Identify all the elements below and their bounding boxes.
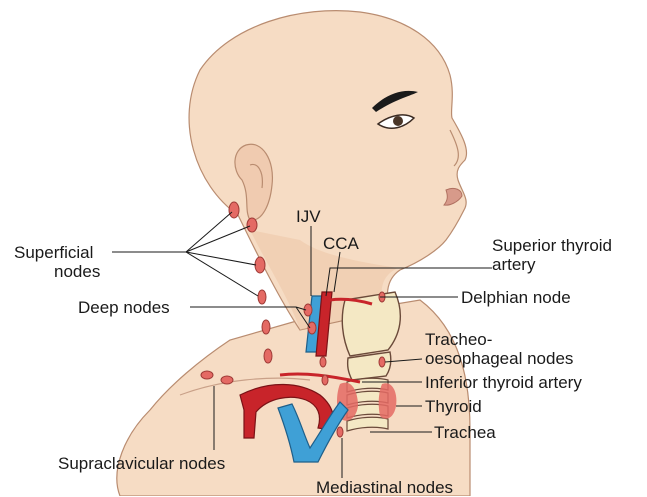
label-tracheo-oesophageal-nodes-line2: oesophageal nodes <box>425 349 573 368</box>
label-superficial-nodes: Superficial nodes <box>14 243 100 281</box>
label-tracheo-oesophageal-nodes-line1: Tracheo- <box>425 330 573 349</box>
superficial-node-2 <box>247 218 257 232</box>
label-superficial-nodes-line1: Superficial <box>14 243 100 262</box>
neck-node-3 <box>320 357 326 367</box>
label-tracheo-oesophageal-nodes: Tracheo- oesophageal nodes <box>425 330 573 368</box>
superficial-node-3 <box>255 257 265 273</box>
label-ijv: IJV <box>296 207 321 226</box>
neck-node-2 <box>264 349 272 363</box>
label-superior-thyroid-artery-line1: Superior thyroid <box>492 236 612 255</box>
label-supraclavicular-nodes: Supraclavicular nodes <box>58 454 225 473</box>
label-superior-thyroid-artery-line2: artery <box>492 255 612 274</box>
label-deep-nodes: Deep nodes <box>78 298 170 317</box>
supraclavicular-node-1 <box>201 371 213 379</box>
label-trachea: Trachea <box>434 423 496 442</box>
deep-node-2 <box>308 322 316 334</box>
label-mediastinal-nodes: Mediastinal nodes <box>316 478 453 497</box>
iris <box>393 116 403 126</box>
tracheo-oesophageal-node <box>379 357 385 367</box>
superficial-node-1 <box>229 202 239 218</box>
neck-node-1 <box>262 320 270 334</box>
supraclavicular-node-2 <box>221 376 233 384</box>
label-superficial-nodes-line2: nodes <box>14 262 100 281</box>
label-delphian-node: Delphian node <box>461 288 571 307</box>
label-inferior-thyroid-artery: Inferior thyroid artery <box>425 373 582 392</box>
neck-node-4 <box>322 375 328 385</box>
label-cca: CCA <box>323 234 359 253</box>
leader-superficial-a <box>186 212 232 252</box>
label-thyroid: Thyroid <box>425 397 482 416</box>
leader-superficial-b <box>186 226 250 252</box>
label-superior-thyroid-artery: Superior thyroid artery <box>492 236 612 274</box>
mediastinal-node <box>337 427 343 437</box>
superficial-node-4 <box>258 290 266 304</box>
